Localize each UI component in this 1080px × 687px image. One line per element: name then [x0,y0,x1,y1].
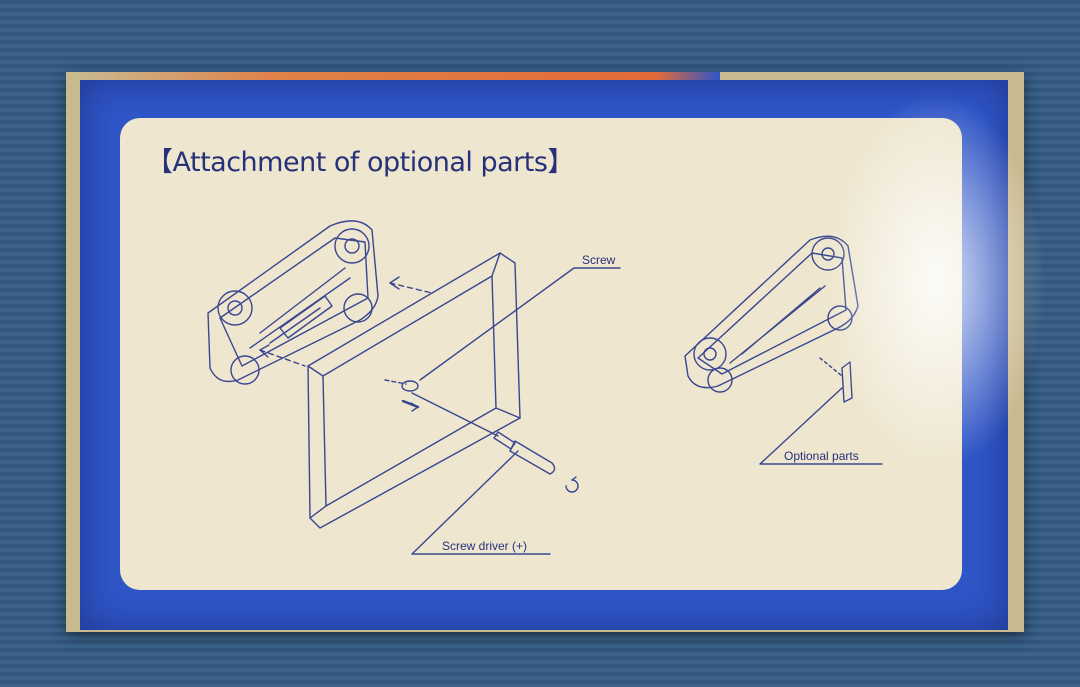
box-face: 【Attachment of optional parts】 [80,80,1008,630]
panel-title: 【Attachment of optional parts】 [146,147,574,178]
car-illustration-left [207,220,379,385]
instruction-panel: 【Attachment of optional parts】 [120,118,962,590]
box-top-edge [80,72,720,80]
screwdriver [411,392,579,493]
label-screw: Screw [582,253,616,267]
car-illustration-right [684,235,859,393]
toy-box: 【Attachment of optional parts】 [66,72,1046,632]
assembly-diagram: Screw Screw driver (+) Optional parts [207,220,883,555]
display-stand [307,252,521,529]
label-screwdriver: Screw driver (+) [442,539,527,553]
label-optional-parts: Optional parts [784,449,859,463]
screw [384,379,420,412]
